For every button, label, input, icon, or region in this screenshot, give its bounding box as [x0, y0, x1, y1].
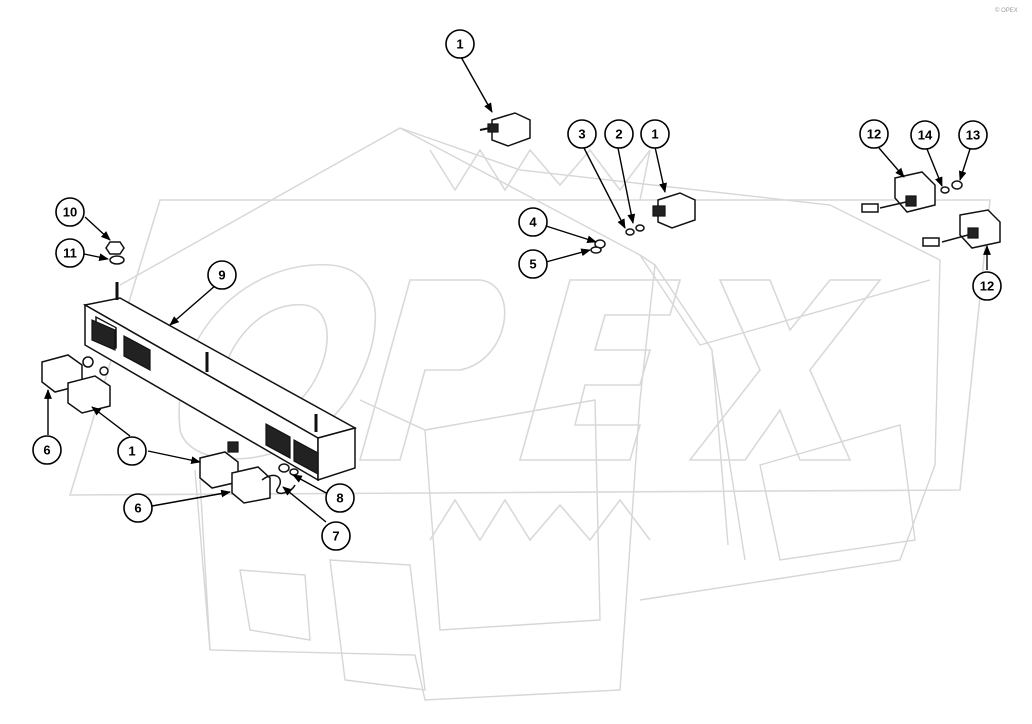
- callout-label: 10: [63, 205, 77, 220]
- callout-label: 8: [336, 491, 343, 506]
- nut-washer-4-5: [590, 239, 606, 254]
- callout-label: 9: [218, 268, 225, 283]
- callout-1-roof[interactable]: 1: [640, 119, 670, 149]
- callout-label: 4: [529, 215, 537, 230]
- callout-label: 1: [456, 37, 463, 52]
- callout-4[interactable]: 4: [518, 207, 548, 237]
- callout-label: 3: [578, 127, 585, 142]
- roof-lamp: [625, 192, 696, 236]
- light-bar: [82, 282, 357, 482]
- leader-lines: [44, 56, 991, 523]
- callout-6-lower[interactable]: 6: [123, 493, 153, 523]
- callout-10[interactable]: 10: [55, 197, 85, 227]
- callout-6-left[interactable]: 6: [32, 435, 62, 465]
- work-lamp-lower: [922, 209, 1001, 249]
- callout-label: 14: [918, 128, 933, 143]
- work-lamp-upper: [861, 171, 963, 213]
- callout-label: 2: [615, 127, 622, 142]
- callout-14[interactable]: 14: [910, 120, 940, 150]
- callout-1-top[interactable]: 1: [445, 29, 475, 59]
- callout-5[interactable]: 5: [518, 249, 548, 279]
- callout-12-upper[interactable]: 12: [859, 119, 889, 149]
- callout-12-lower[interactable]: 12: [972, 271, 1002, 301]
- callout-11[interactable]: 11: [55, 238, 85, 268]
- top-lamp: [479, 112, 531, 147]
- left-lamp-pair: [41, 354, 111, 414]
- lower-lamp-pair: [199, 441, 299, 504]
- callout-label: 11: [63, 246, 77, 261]
- callout-label: 1: [651, 127, 658, 142]
- cab-ghost-outline: [119, 127, 941, 701]
- callout-label: 7: [332, 529, 339, 544]
- callout-label: 12: [980, 279, 994, 294]
- callout-3[interactable]: 3: [567, 119, 597, 149]
- callout-label: 6: [43, 443, 50, 458]
- callout-8[interactable]: 8: [325, 483, 355, 513]
- callout-7[interactable]: 7: [321, 521, 351, 551]
- callout-label: 5: [529, 257, 536, 272]
- callout-13[interactable]: 13: [958, 120, 988, 150]
- corner-mark: © OPEX: [995, 7, 1018, 14]
- callout-1-left[interactable]: 1: [117, 436, 147, 466]
- callout-2[interactable]: 2: [604, 119, 634, 149]
- callout-label: 1: [128, 444, 135, 459]
- callout-9[interactable]: 9: [207, 260, 237, 290]
- callout-label: 6: [134, 501, 141, 516]
- callout-label: 12: [867, 127, 881, 142]
- watermark: [68, 148, 991, 542]
- nut-washer-10-11: [105, 241, 125, 265]
- callout-label: 13: [966, 128, 980, 143]
